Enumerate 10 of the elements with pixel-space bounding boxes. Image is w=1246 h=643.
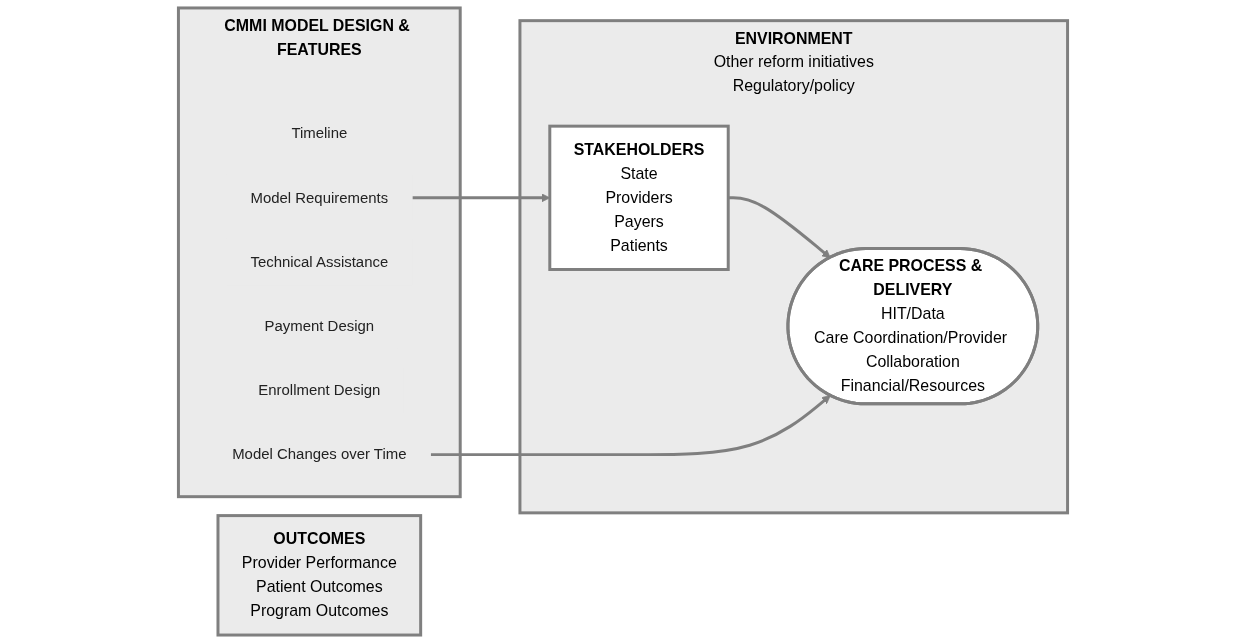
node-text: Technical Assistance [250,252,389,270]
node-text: Model Changes over Time [232,445,407,463]
node-box: OUTCOMES Provider Performance Patient Outcomes Program Outcomes [216,514,423,637]
node-box: STAKEHOLDERS State Providers Payers Patients [548,124,730,271]
arrow [430,395,831,457]
node-text: Enrollment Design [258,381,381,399]
arrow [728,196,831,259]
node-text: Model Requirements [250,188,389,206]
node-text: Timeline [291,124,348,142]
node-text: Payment Design [264,317,375,334]
